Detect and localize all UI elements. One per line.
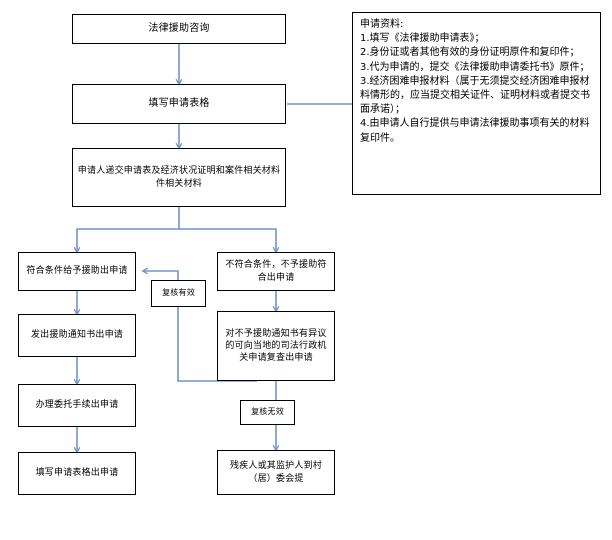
node-fill-form-out[interactable]: 填写申请表格出申请 [18,452,136,495]
edge-submit-to-reject [179,228,276,252]
node-submit-materials[interactable]: 申请人递交申请表及经济状况证明和案件相关材料件相关材料 [72,148,286,207]
node-fill-form-out-label: 填写申请表格出申请 [35,468,119,479]
node-village-committee[interactable]: 残疾人或其监护人到村（居）委会提 [217,450,335,495]
node-aid-notice-label: 发出援助通知书出申请 [30,330,123,341]
node-consult[interactable]: 法律援助咨询 [72,14,286,44]
node-village-committee-label: 残疾人或其监护人到村（居）委会提 [229,461,322,484]
node-reject[interactable]: 不符合条件，不予援助符合出申请 [217,252,335,291]
node-approve[interactable]: 符合条件给予援助出申请 [18,252,136,291]
node-entrust-procedure-label: 办理委托手续出申请 [35,400,119,411]
node-review-request-label: 对不予援助通知书有异议的可向当地的司法行政机关申请复查出申请 [225,328,327,364]
edge-submit-to-approve [77,207,180,252]
node-reject-label: 不符合条件，不予援助符合出申请 [225,260,327,283]
node-review-request[interactable]: 对不予援助通知书有异议的可向当地的司法行政机关申请复查出申请 [217,311,335,381]
label-review-valid-text: 复核有效 [162,288,195,298]
edge-reviewvalid-to-approve [143,271,179,280]
info-panel-application-materials: 申请资料: 1.填写《法律援助申请表》； 2.身份证或者其他有效的身份证明原件和… [352,12,601,195]
label-review-invalid-text: 复核无效 [251,407,284,417]
node-entrust-procedure[interactable]: 办理委托手续出申请 [18,384,136,427]
node-consult-label: 法律援助咨询 [148,23,210,35]
node-fill-form-label: 填写申请表格 [148,98,210,110]
label-review-invalid[interactable]: 复核无效 [240,400,295,425]
label-review-valid[interactable]: 复核有效 [151,280,206,307]
node-submit-materials-label: 申请人递交申请表及经济状况证明和案件相关材料件相关材料 [77,166,281,189]
node-fill-form[interactable]: 填写申请表格 [72,84,286,124]
node-approve-label: 符合条件给予援助出申请 [26,266,128,277]
node-aid-notice[interactable]: 发出援助通知书出申请 [18,314,136,357]
